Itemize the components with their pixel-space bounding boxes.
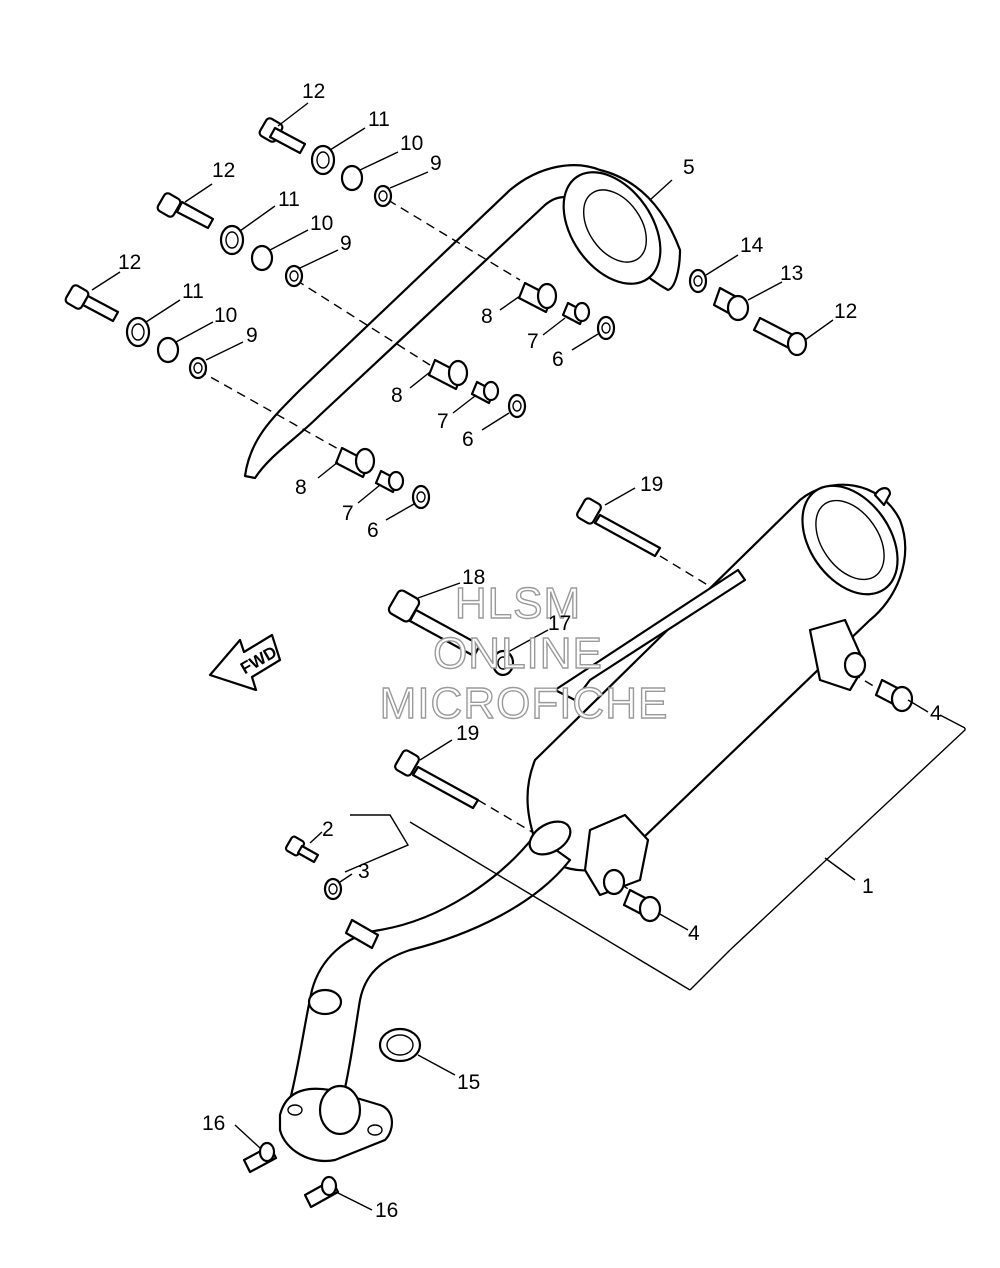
callout-10-c: 10: [214, 304, 237, 327]
callout-10-a: 10: [400, 132, 423, 155]
callout-11-c: 11: [182, 280, 204, 303]
callout-9-a: 9: [430, 152, 442, 175]
exhaust-pipe: [278, 820, 572, 1163]
bolt-19-upper: [576, 497, 662, 558]
callouts: 1 2 3 4 4 5 6 6 6 7 7 7 8 8 8 9 9 9 10 1…: [118, 80, 942, 1222]
callout-12-b: 12: [212, 159, 235, 182]
washer-9-b: [284, 264, 304, 288]
callout-10-b: 10: [310, 212, 333, 235]
muffler: [526, 483, 907, 897]
callout-1: 1: [862, 875, 874, 898]
callout-9-b: 9: [340, 232, 352, 255]
callout-2: 2: [322, 818, 334, 841]
callout-6-upper: 6: [552, 348, 564, 371]
washer-11-c: [125, 316, 151, 348]
collar-10-a: [340, 164, 364, 192]
callout-6-lower: 6: [367, 519, 379, 542]
bolt-18: [387, 589, 482, 658]
callout-3: 3: [358, 860, 370, 883]
washer-9-a: [373, 184, 393, 208]
leader-lines: [91, 102, 966, 1211]
callout-16-a: 16: [202, 1112, 225, 1135]
nut-16-a: [242, 1141, 278, 1174]
washer-11-b: [219, 224, 245, 256]
watermark-line-3: MICROFICHE: [380, 679, 669, 728]
fwd-arrow: FWD: [208, 633, 282, 692]
bolt-19-lower: [394, 749, 480, 810]
washer-17: [491, 649, 515, 677]
bolt-12-c: [64, 284, 120, 323]
callout-12-a: 12: [302, 80, 325, 103]
callout-8-lower: 8: [295, 476, 307, 499]
grommet-4-lower: [622, 888, 662, 923]
callout-7-upper: 7: [527, 330, 539, 353]
callout-11-b: 11: [278, 188, 300, 211]
callout-12-d: 12: [834, 300, 857, 323]
callout-4-lower: 4: [688, 922, 700, 945]
callout-7-lower: 7: [342, 502, 354, 525]
bolt-12-a: [258, 117, 307, 155]
callout-16-b: 16: [375, 1199, 398, 1222]
callout-17: 17: [548, 612, 571, 635]
right-hardware: [688, 268, 808, 357]
heat-shield: [243, 164, 682, 480]
callout-6-middle: 6: [462, 428, 474, 451]
callout-13: 13: [780, 262, 803, 285]
callout-9-c: 9: [246, 324, 258, 347]
watermark-line-1: HLSM: [455, 579, 581, 628]
callout-8-upper: 8: [481, 305, 493, 328]
callout-11-a: 11: [368, 108, 390, 131]
callout-7-middle: 7: [437, 410, 449, 433]
collar-10-c: [156, 336, 180, 364]
gasket-15: [378, 1027, 422, 1063]
bolt-stack-1: [258, 117, 393, 208]
bolt-stack-2: [156, 192, 304, 288]
callout-5: 5: [683, 156, 695, 179]
watermark-line-2: ONLINE: [433, 629, 603, 678]
collar-10-b: [250, 244, 274, 272]
nut-16-b: [303, 1175, 340, 1209]
washer-9-c: [188, 356, 208, 380]
washer-11-a: [310, 144, 336, 176]
grommet-stack-1: [517, 281, 616, 341]
watermark: HLSM ONLINE MICROFICHE: [379, 578, 669, 728]
bolt-stack-3: [64, 284, 208, 380]
grommet-stack-2: [427, 358, 527, 419]
callout-12-c: 12: [118, 251, 141, 274]
washer-3: [323, 877, 343, 901]
bolt-2: [284, 835, 320, 864]
bolt-12-b: [156, 192, 215, 230]
callout-18: 18: [462, 566, 485, 589]
callout-8-middle: 8: [391, 384, 403, 407]
callout-15: 15: [457, 1071, 480, 1094]
callout-4-upper: 4: [930, 702, 942, 725]
callout-19-lower: 19: [456, 722, 479, 745]
grommet-4-upper: [874, 678, 914, 713]
callout-14: 14: [740, 234, 764, 257]
callout-19-upper: 19: [640, 473, 663, 496]
grommet-stack-3: [334, 446, 431, 510]
